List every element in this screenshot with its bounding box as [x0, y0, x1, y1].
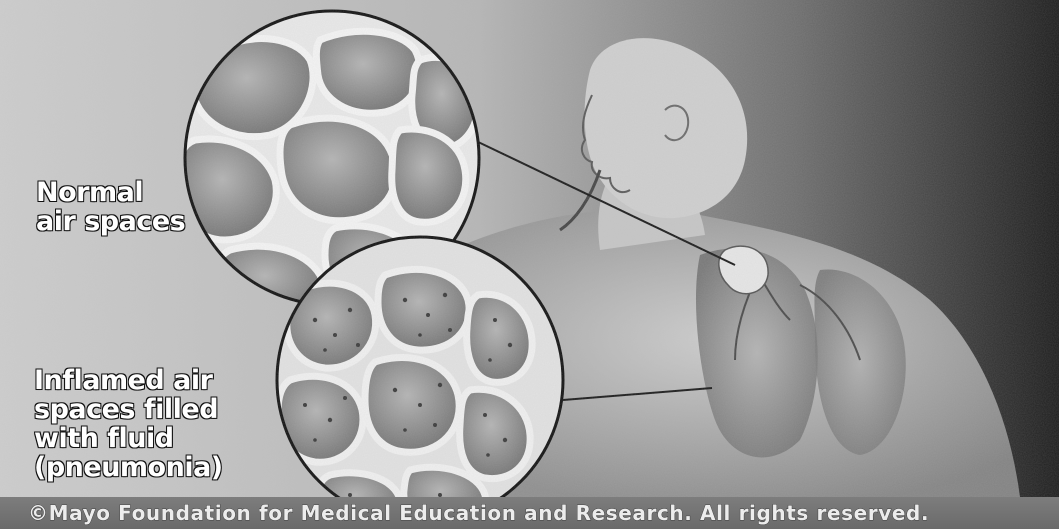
inflamed-air-spaces-label: Inflamed air spaces filled with fluid (p…: [34, 366, 223, 482]
copyright-credit: ©Mayo Foundation for Medical Education a…: [0, 501, 929, 525]
credit-bar: ©Mayo Foundation for Medical Education a…: [0, 497, 1059, 529]
normal-air-spaces-label: Normal air spaces: [36, 178, 185, 236]
